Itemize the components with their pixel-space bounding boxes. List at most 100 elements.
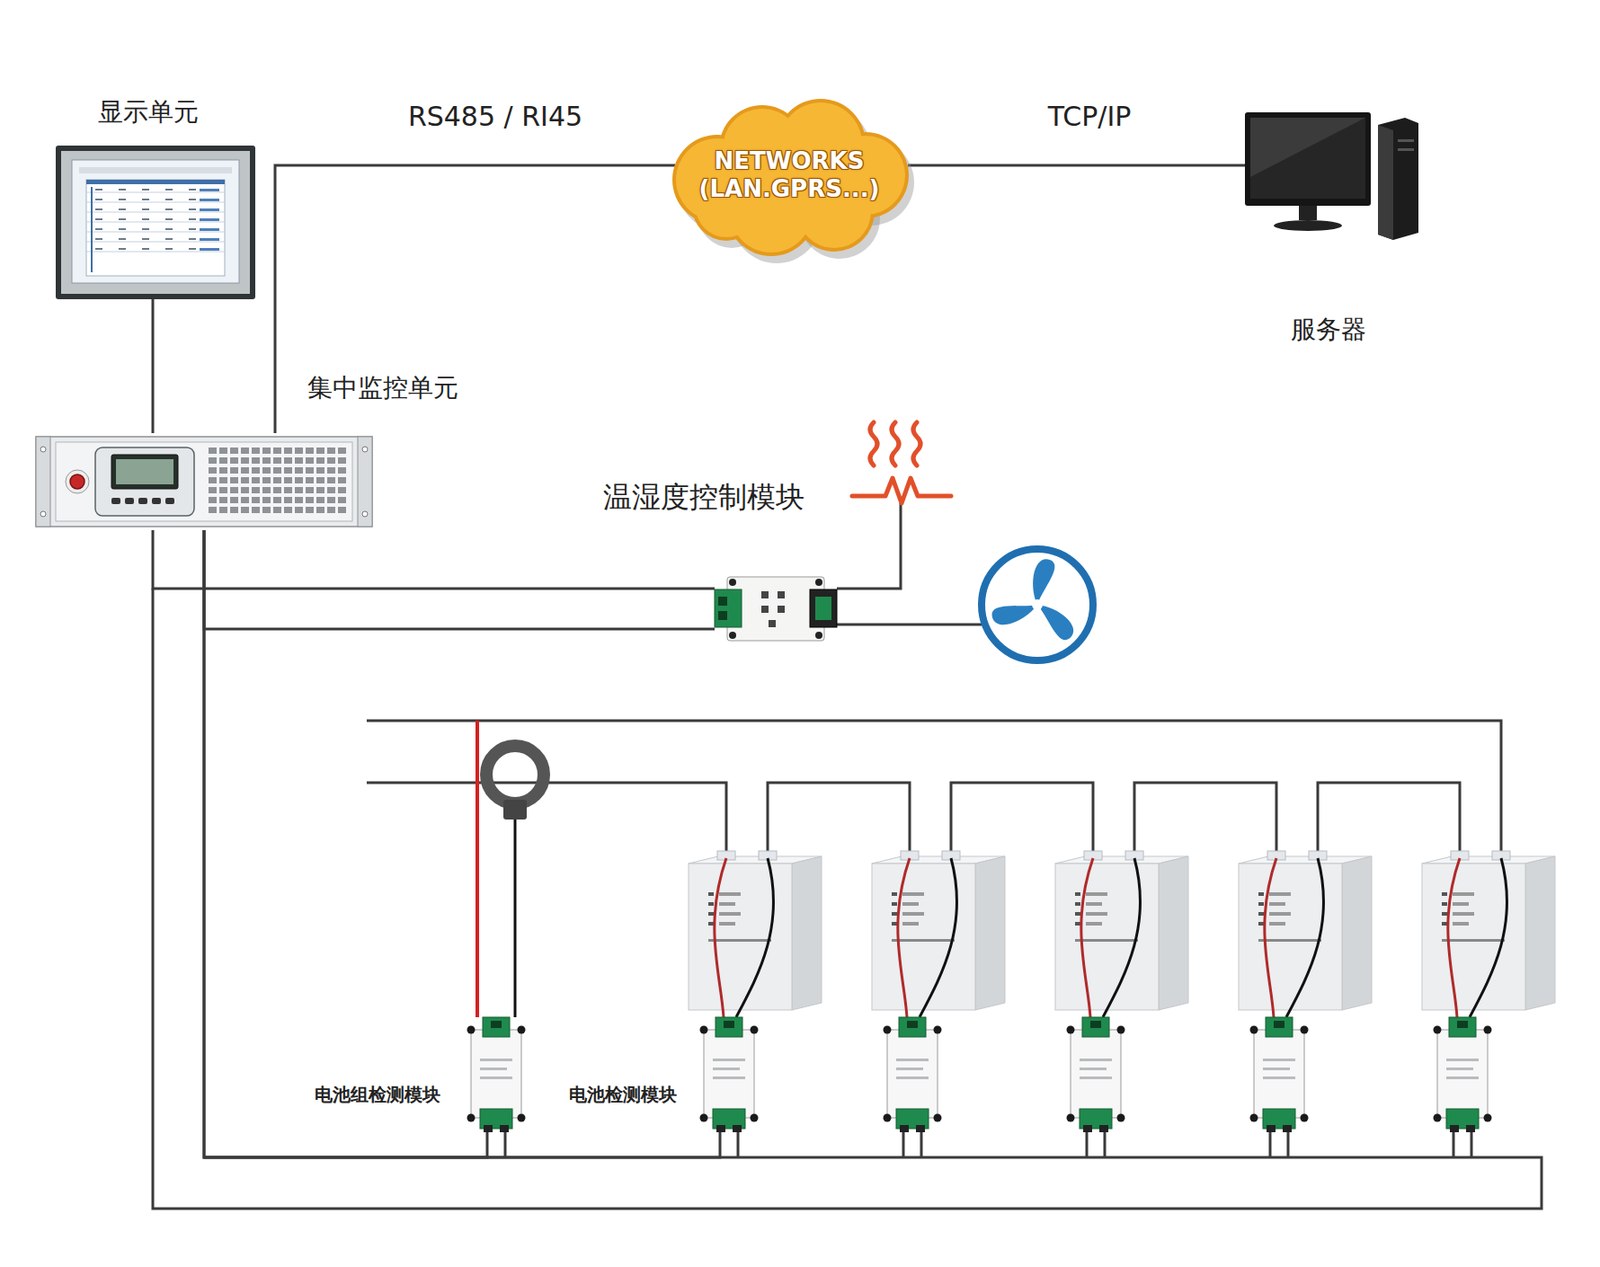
battery	[719, 912, 741, 916]
detect-module	[903, 1132, 922, 1158]
control-module-graphic	[815, 596, 832, 621]
monitor-unit-graphic	[284, 506, 293, 514]
monitor-unit-graphic	[294, 467, 303, 474]
detect-module-graphic	[480, 1067, 507, 1071]
battery	[708, 922, 714, 926]
detect-module-graphic	[723, 1021, 735, 1029]
node-label: 服务器	[1290, 314, 1367, 346]
current-sensor	[486, 746, 544, 804]
battery	[1452, 912, 1475, 916]
monitor-unit-graphic	[230, 477, 239, 484]
monitor-unit-graphic	[273, 447, 282, 454]
display-unit-graphic	[86, 231, 225, 233]
monitor-unit-graphic	[316, 487, 325, 494]
battery	[891, 939, 955, 943]
detect-module-graphic	[480, 1076, 513, 1080]
detect-module	[883, 1026, 892, 1035]
display-unit-graphic	[188, 208, 196, 211]
display-unit-graphic	[165, 208, 173, 211]
heater-symbol	[852, 478, 952, 504]
display-unit-graphic	[165, 188, 173, 191]
detect-module: 电池组检测模块	[465, 1015, 527, 1133]
battery	[1075, 902, 1081, 907]
detect-module	[1484, 1114, 1493, 1123]
monitor-unit-graphic	[115, 459, 174, 485]
monitor-unit-graphic	[230, 506, 239, 514]
battery	[719, 902, 736, 907]
battery	[719, 892, 741, 897]
battery	[1238, 863, 1343, 1011]
display-unit-graphic	[118, 218, 126, 221]
detect-module	[1250, 1026, 1259, 1035]
monitor-unit-graphic	[294, 477, 303, 484]
battery	[1075, 939, 1138, 943]
monitor-unit-graphic	[327, 447, 336, 454]
display-unit-graphic	[86, 222, 225, 223]
monitor-unit-graphic	[337, 467, 347, 474]
battery	[891, 902, 898, 907]
monitor-unit-graphic	[240, 447, 249, 454]
monitor-unit-graphic	[240, 487, 249, 494]
display-unit-graphic	[165, 248, 173, 250]
monitor-unit-graphic	[294, 447, 303, 454]
battery	[1422, 863, 1526, 1011]
monitor-unit-graphic	[357, 436, 373, 527]
wire	[152, 588, 1542, 1209]
display-unit-graphic	[118, 198, 126, 201]
monitor-unit-graphic	[240, 467, 249, 474]
control-module-graphic	[728, 578, 737, 587]
detect-module	[1090, 1021, 1102, 1029]
detect-module-graphic	[750, 1114, 759, 1123]
connector	[204, 530, 715, 630]
battery	[1269, 912, 1291, 916]
monitor-unit-graphic	[208, 447, 217, 454]
display-unit-graphic	[165, 228, 173, 231]
monitor-unit-graphic	[337, 457, 347, 464]
display-unit-graphic	[118, 228, 126, 231]
display-unit-graphic	[188, 188, 196, 191]
battery	[1342, 856, 1372, 1011]
battery	[708, 902, 714, 907]
monitor-unit-graphic	[124, 497, 134, 505]
display-unit-graphic	[188, 248, 196, 250]
detect-module	[1079, 1058, 1112, 1062]
control-module-graphic	[768, 620, 776, 628]
detect-module-graphic	[712, 1058, 746, 1062]
node-text: NETWORKS (LAN.GPRS...)	[681, 147, 898, 204]
detect-module	[1300, 1114, 1309, 1123]
detect-module	[896, 1058, 929, 1062]
server-graphic	[1244, 112, 1419, 240]
monitor-unit-graphic	[219, 506, 228, 514]
battery	[1158, 856, 1189, 1011]
battery-string	[366, 782, 727, 854]
battery	[1452, 922, 1469, 926]
display-unit-graphic	[118, 188, 126, 191]
display-unit-graphic	[199, 248, 220, 251]
battery	[1269, 892, 1291, 897]
display-unit-graphic	[86, 251, 225, 253]
detect-module	[1117, 1114, 1126, 1123]
monitor-unit-graphic	[151, 497, 161, 505]
battery	[1085, 912, 1108, 916]
battery	[1441, 892, 1448, 897]
monitor-unit-graphic	[251, 447, 260, 454]
display-unit-graphic	[95, 188, 103, 191]
monitor-unit-graphic	[284, 477, 293, 484]
monitor-unit-graphic	[362, 511, 368, 517]
display-unit-graphic	[95, 208, 103, 211]
display-unit-graphic	[199, 238, 220, 241]
monitor-unit-graphic	[305, 457, 314, 464]
detect-module-graphic	[712, 1076, 746, 1080]
monitor-unit-graphic	[138, 497, 148, 505]
detect-module-graphic	[480, 1058, 513, 1062]
detect-module	[1266, 1125, 1276, 1133]
connector	[152, 530, 715, 589]
display-unit-graphic	[118, 238, 126, 240]
battery	[1075, 922, 1081, 926]
battery	[719, 922, 736, 926]
detect-module	[887, 1030, 938, 1119]
heater-symbol	[913, 422, 921, 466]
battery-string	[366, 720, 1556, 1018]
monitor-unit-graphic	[273, 457, 282, 464]
